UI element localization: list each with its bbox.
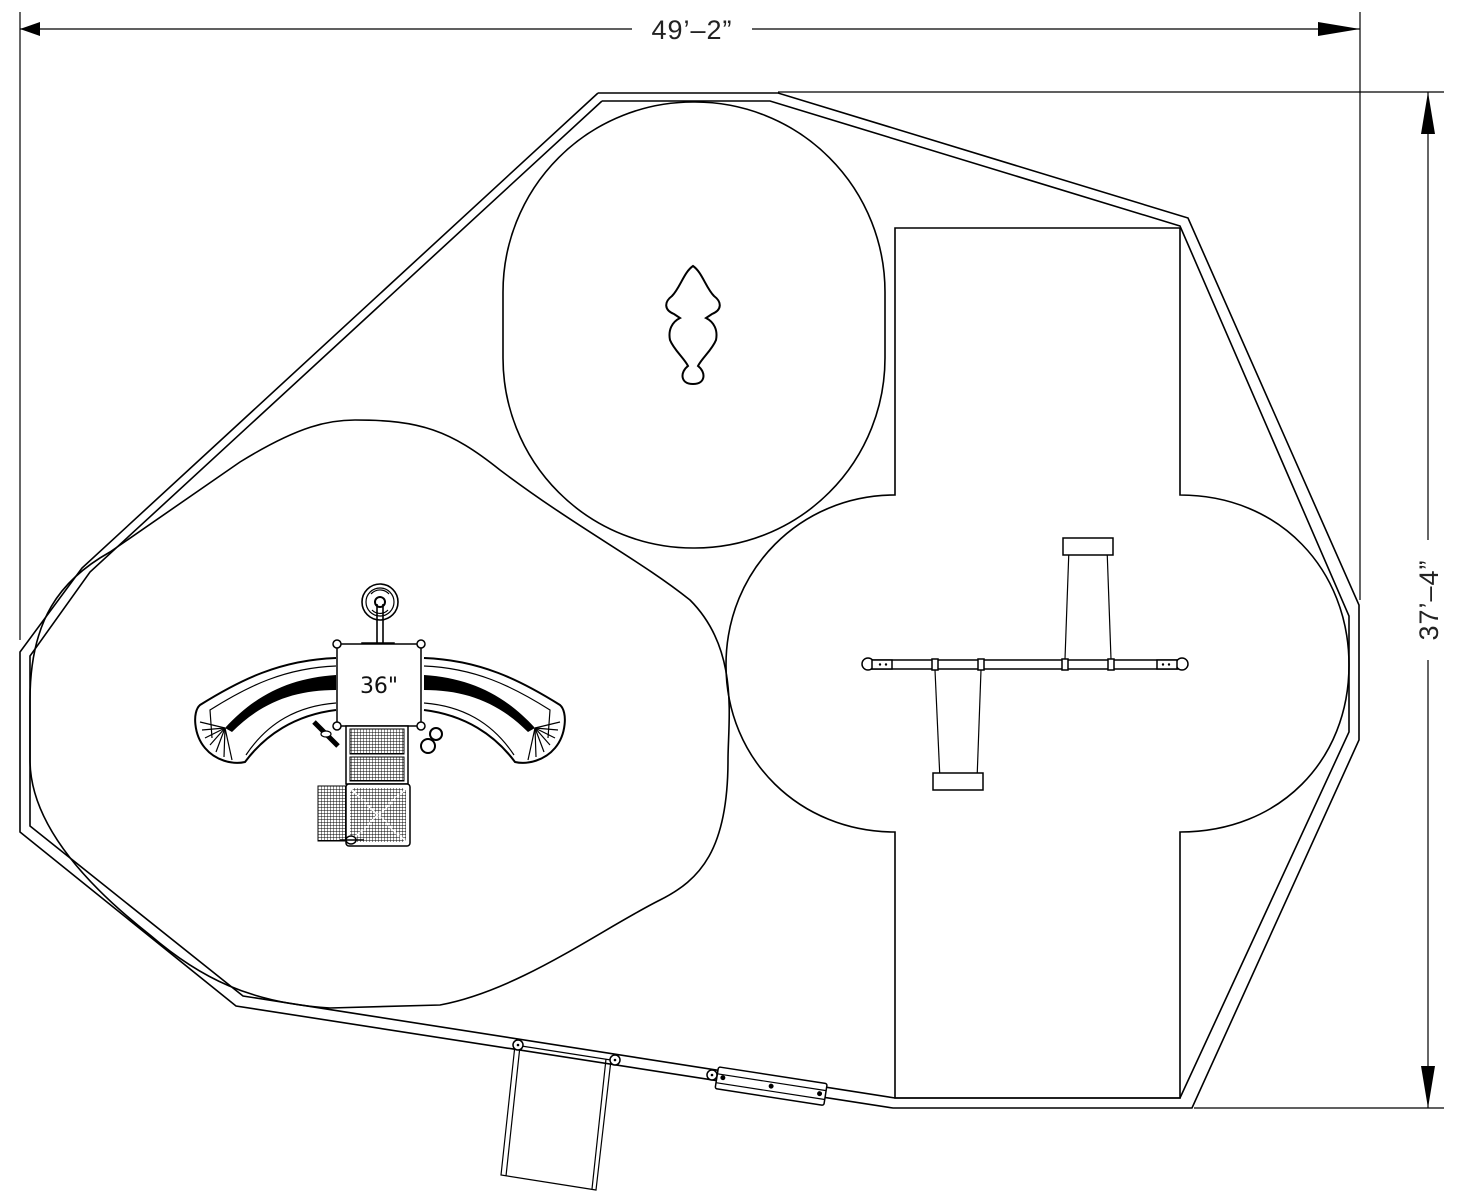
width-dimension-label: 49’–2”: [651, 15, 732, 45]
ring-grab-handles-icon: [420, 727, 443, 754]
width-dimension: 49’–2”: [19, 12, 1361, 640]
spiral-climber-icon: [361, 583, 399, 649]
play-structure: 36": [194, 583, 566, 847]
play-structure-use-zone: [29, 419, 731, 1009]
swing-beam: [871, 659, 1179, 670]
hanger: [1061, 658, 1069, 671]
spring-rider-use-zone: [502, 101, 886, 549]
swing-seat-2: [1062, 537, 1114, 556]
lower-platform: [317, 783, 411, 847]
height-dimension: 37’–4”: [778, 91, 1444, 1109]
arrowhead-left-icon: [20, 22, 40, 36]
height-dimension-label: 37’–4”: [1414, 559, 1444, 640]
end-bracket-right: [1156, 659, 1178, 670]
swing-set: [861, 537, 1189, 791]
deck-height-label: 36": [360, 674, 398, 699]
entry-ramp: [500, 1039, 621, 1191]
deck-post: [416, 639, 426, 649]
hanger: [931, 658, 939, 671]
arrowhead-up-icon: [1421, 92, 1435, 134]
arrowhead-down-icon: [1421, 1066, 1435, 1108]
transfer-stairs: [345, 725, 409, 785]
swing-seat-1: [932, 772, 984, 791]
deck-post: [332, 639, 342, 649]
swing-use-zone: [725, 227, 1350, 1099]
arrowhead-right-icon: [1318, 22, 1360, 36]
beam-end-post-right: [1175, 657, 1189, 671]
deck-post: [332, 721, 342, 731]
hanger: [1107, 658, 1115, 671]
hanger: [977, 658, 985, 671]
border-connector-plate: [714, 1066, 828, 1106]
spring-rider-icon: [665, 264, 721, 386]
steering-wheel-panel-icon: [312, 720, 340, 748]
left-curved-slide: [194, 657, 337, 764]
right-curved-slide: [423, 657, 566, 764]
end-bracket-left: [871, 659, 893, 670]
border-outer-line: [19, 92, 1360, 1109]
deck-post: [416, 721, 426, 731]
